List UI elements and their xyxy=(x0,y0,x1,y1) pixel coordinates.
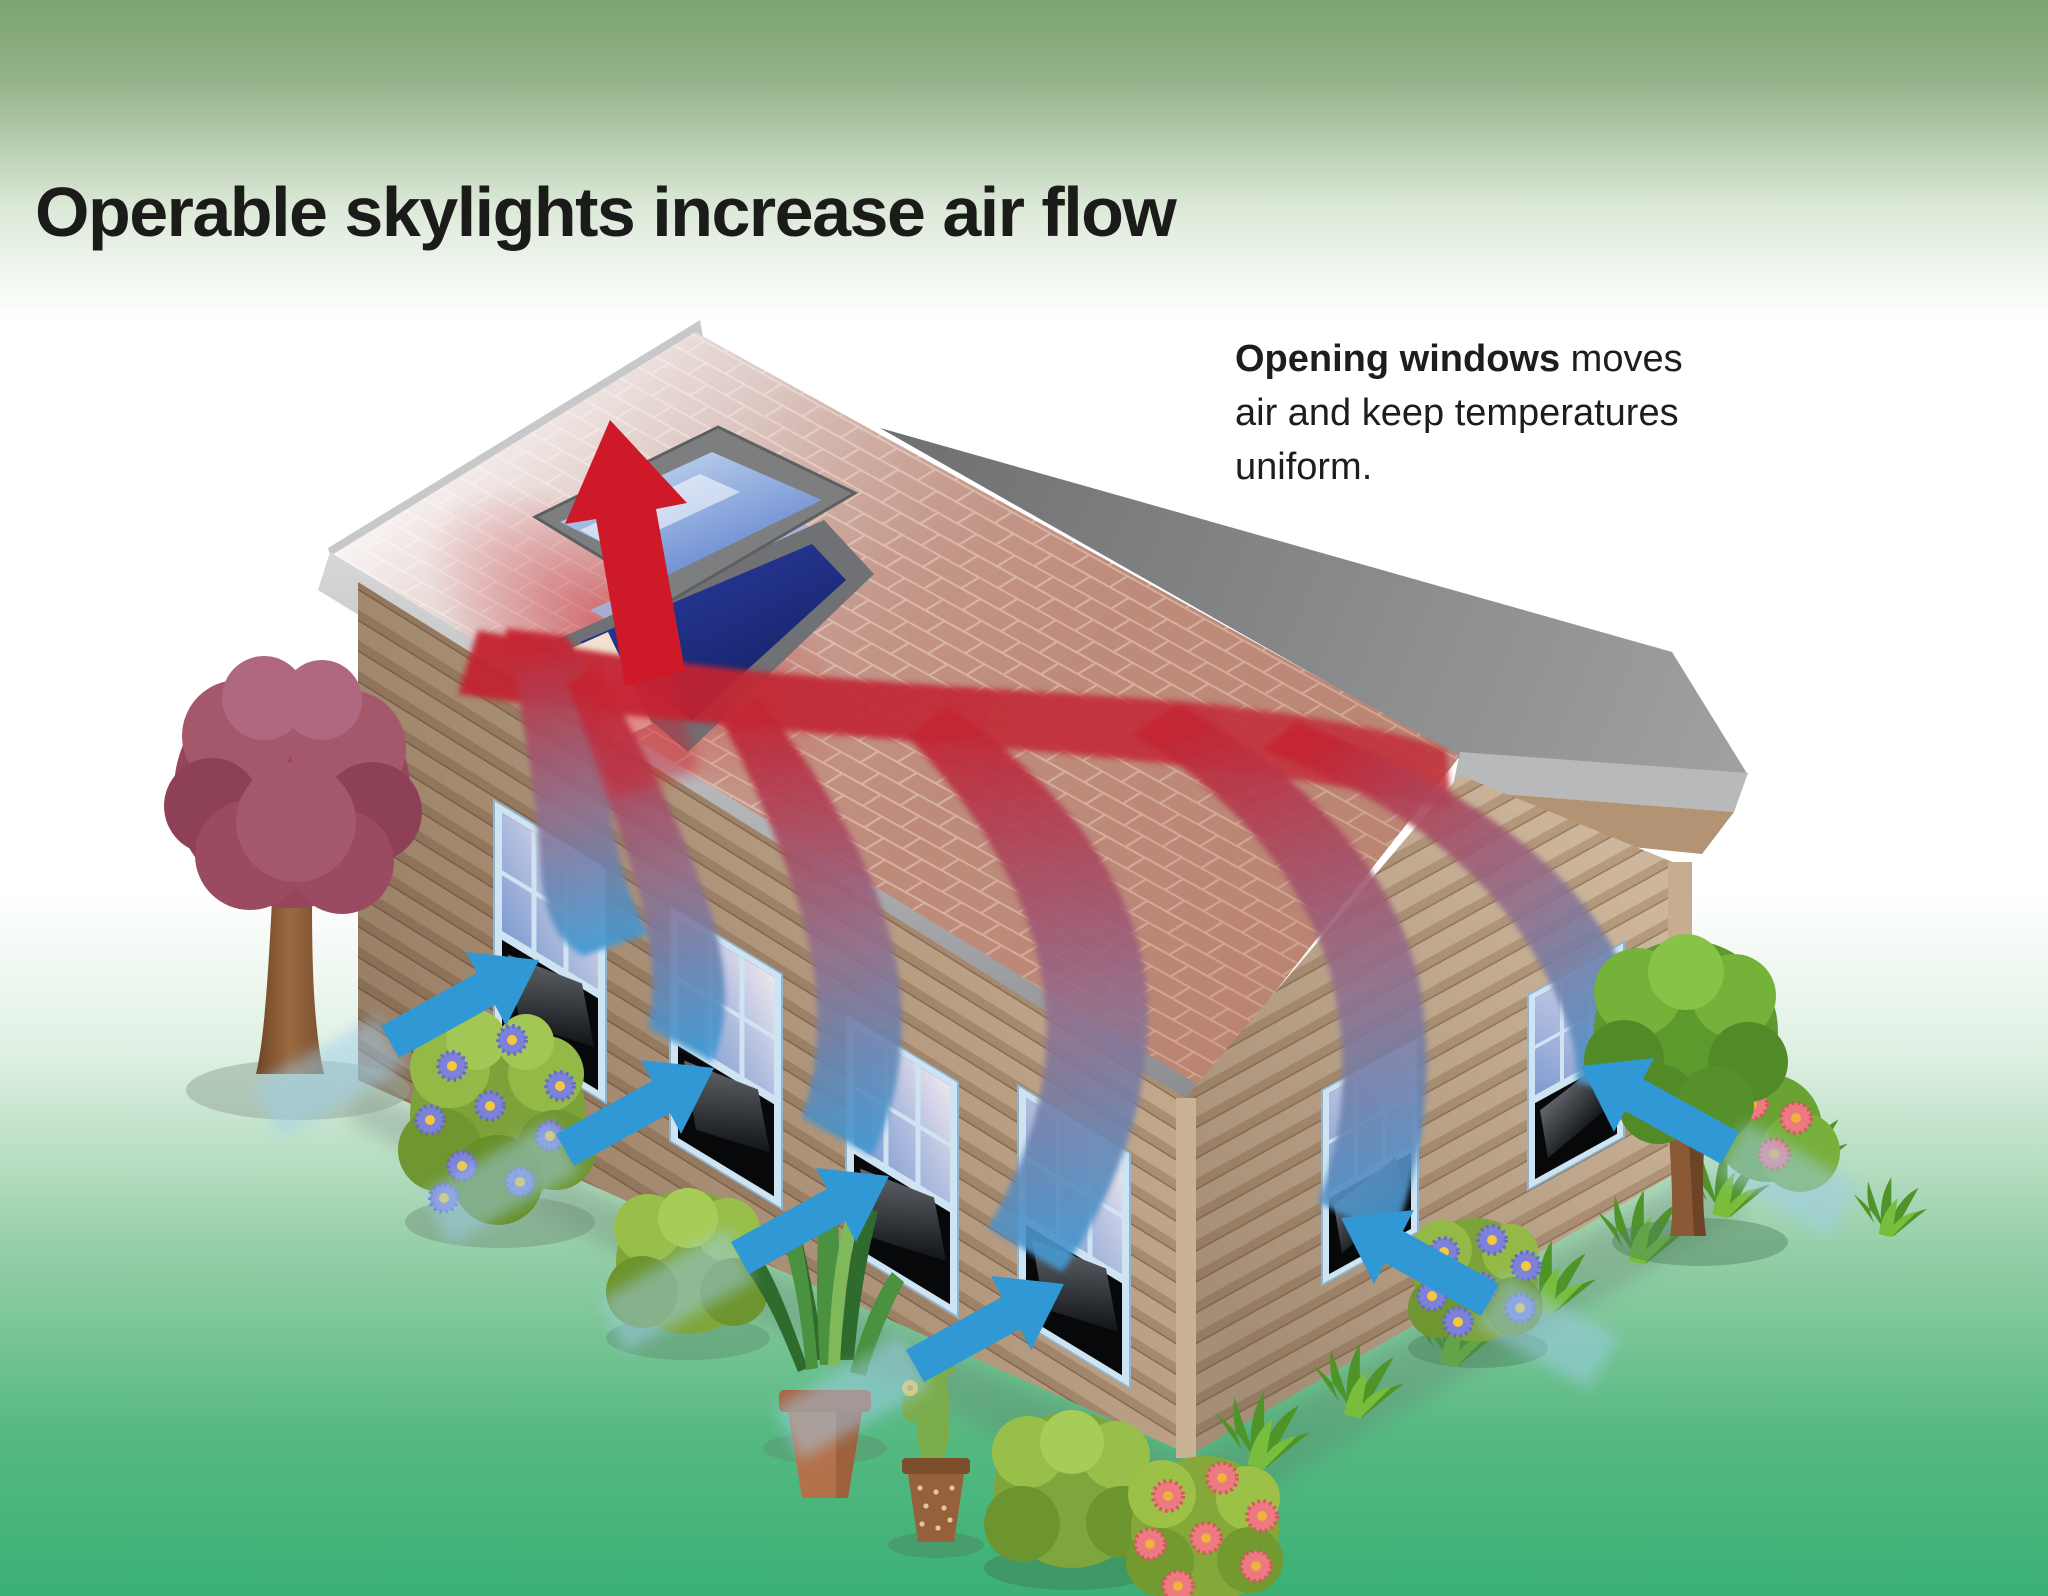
stream-window-1 xyxy=(505,628,648,956)
stream-window-4 xyxy=(906,706,1149,1272)
potted-snake-plant xyxy=(748,1200,904,1498)
cool-air-arrow-3-icon xyxy=(731,1168,889,1274)
cool-air-arrow-1-icon xyxy=(381,952,539,1058)
cool-air-arrow-2-icon xyxy=(556,1060,714,1166)
green-tree xyxy=(1584,934,1840,1266)
cool-air-arrows xyxy=(252,952,1858,1460)
roof-gable-fascia xyxy=(1452,752,1748,812)
page-title: Operable skylights increase air flow xyxy=(35,173,1177,251)
roof-far-slope xyxy=(880,428,1748,775)
cool-air-haze xyxy=(252,1016,1858,1460)
maroon-tree xyxy=(164,656,422,1120)
cool-air-arrow-4-icon xyxy=(906,1276,1064,1382)
warm-air-exhaust xyxy=(565,420,700,800)
pink-flower-bush-front xyxy=(1126,1456,1283,1596)
front-corner-board xyxy=(1176,1098,1196,1458)
caption-rest: moves air and keep temperatures uniform. xyxy=(1235,338,1683,488)
warm-air-arrow-icon xyxy=(565,420,687,686)
cool-air-arrow-6-icon xyxy=(1581,1058,1739,1164)
stream-window-3 xyxy=(722,696,902,1156)
caption-text: Opening windows moves air and keep tempe… xyxy=(1235,332,1735,494)
caption-bold: Opening windows xyxy=(1235,338,1561,380)
cool-air-arrow-5-icon xyxy=(1341,1210,1499,1316)
stream-window-5 xyxy=(1132,704,1427,1240)
